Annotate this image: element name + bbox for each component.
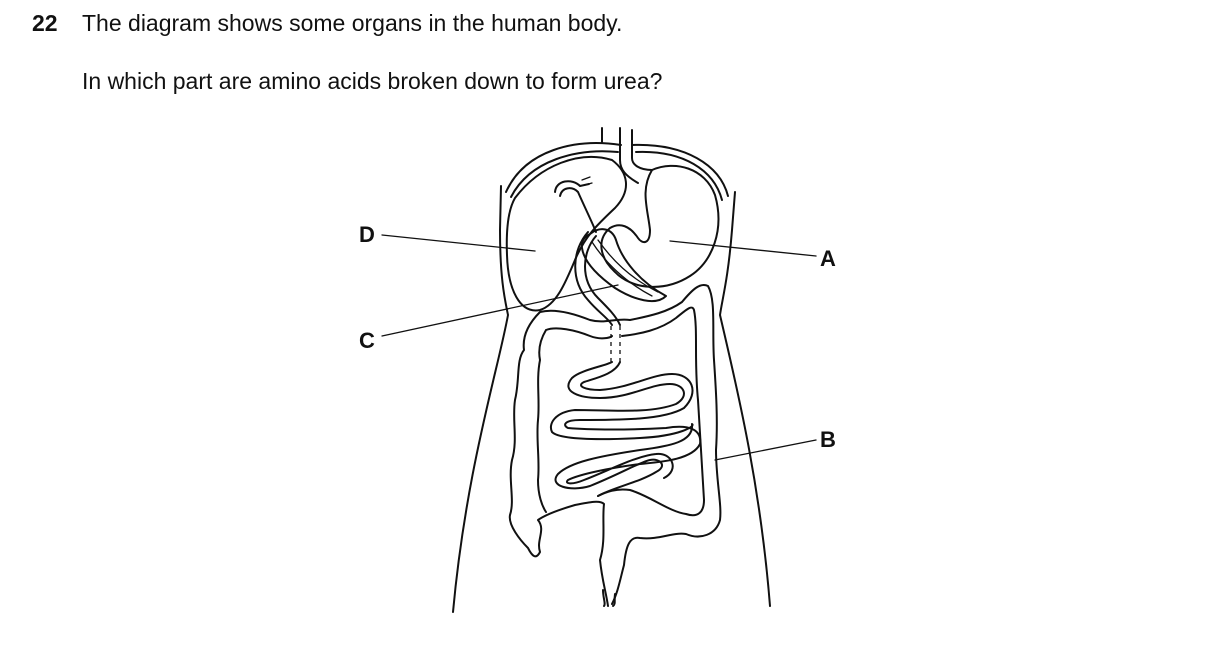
label-a: A	[820, 246, 836, 271]
question-stem: The diagram shows some organs in the hum…	[82, 10, 623, 36]
dashed-connection	[610, 326, 621, 362]
question-prompt: In which part are amino acids broken dow…	[82, 68, 663, 94]
oesophagus	[601, 127, 653, 184]
question-number: 22	[32, 10, 58, 36]
leader-line-a	[669, 240, 817, 257]
stomach	[600, 164, 720, 288]
pancreas	[580, 228, 667, 303]
leader-line-b	[714, 439, 817, 461]
diaphragm	[505, 142, 729, 201]
label-c: C	[359, 328, 375, 353]
rectum	[602, 589, 616, 607]
bile-duct	[554, 176, 597, 233]
leader-line-c	[381, 284, 619, 337]
torso-outline	[452, 185, 771, 613]
large-intestine	[508, 284, 722, 607]
duodenum	[574, 231, 621, 326]
label-d: D	[359, 222, 375, 247]
label-b: B	[820, 427, 836, 452]
small-intestine-inner	[564, 361, 702, 485]
small-intestine	[550, 361, 694, 497]
leader-line-d	[381, 234, 536, 252]
